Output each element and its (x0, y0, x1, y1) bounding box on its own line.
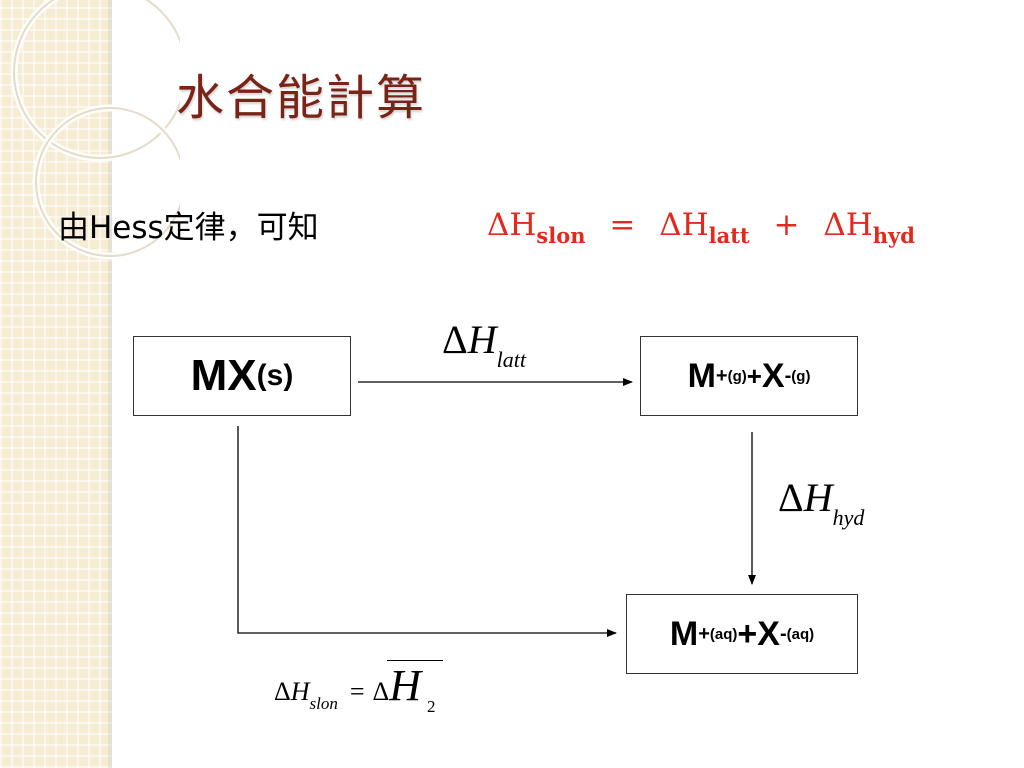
gas-m-charge: + (715, 364, 728, 387)
aq-x: X (757, 614, 780, 653)
formula-rhs-sub: 2 (427, 697, 436, 716)
eq-sub-hyd: hyd (872, 223, 915, 248)
slide-title: 水合能計算 (176, 70, 427, 126)
gas-m: M (687, 356, 716, 395)
hyd-h: H (803, 475, 833, 520)
hess-equation: ΔHslon = ΔHlatt + ΔHhyd (487, 207, 915, 248)
label-delta-h-hyd: ΔHhyd (778, 474, 864, 530)
decorative-circles (10, 0, 180, 260)
formula-h: H (290, 677, 310, 706)
hyd-delta: Δ (778, 475, 804, 520)
gas-x: X (761, 356, 785, 395)
formula-rhs-delta: Δ (372, 677, 390, 706)
formula-delta: Δ (274, 677, 291, 706)
formula-overbar (387, 660, 444, 661)
box-gaseous-ions: M+(g)+X-(g) (640, 336, 858, 416)
intro-text: 由Hess定律，可知 (58, 210, 319, 246)
aq-plus: + (737, 614, 758, 653)
latt-delta: Δ (442, 317, 468, 362)
eq-delta-h-1: ΔH (487, 207, 537, 243)
gas-plus: + (746, 360, 762, 391)
formula-sub: slon (309, 694, 338, 713)
latt-h: H (467, 317, 497, 362)
gas-x-charge: - (784, 364, 792, 387)
box-aqueous-ions: M+(aq)+X-(aq) (626, 594, 858, 674)
label-delta-h-latt: ΔHlatt (442, 316, 526, 372)
aq-m: M (669, 614, 699, 653)
aq-m-state: (aq) (709, 625, 738, 643)
formula-rhs-h: H (389, 661, 422, 710)
mx-state: (s) (256, 359, 294, 392)
arrow-slon (237, 426, 617, 637)
aq-x-charge: - (779, 622, 787, 645)
eq-sub-latt: latt (708, 223, 750, 248)
eq-plus: + (773, 207, 800, 243)
formula-equals: = (349, 677, 365, 706)
hyd-sub: hyd (832, 505, 865, 530)
latt-sub: latt (496, 347, 526, 372)
aq-m-charge: + (698, 622, 710, 645)
mx-formula: MX (190, 351, 257, 400)
eq-delta-h-3: ΔH (823, 207, 873, 243)
eq-sub-slon: slon (536, 223, 586, 248)
box-solid-mx: MX(s) (133, 336, 351, 416)
eq-equals: = (609, 207, 636, 243)
formula-rhs-h-wrap: H (387, 660, 444, 711)
aq-x-state: (aq) (786, 625, 815, 643)
gas-m-state: (g) (727, 367, 747, 385)
eq-delta-h-2: ΔH (659, 207, 709, 243)
gas-x-state: (g) (791, 367, 811, 385)
